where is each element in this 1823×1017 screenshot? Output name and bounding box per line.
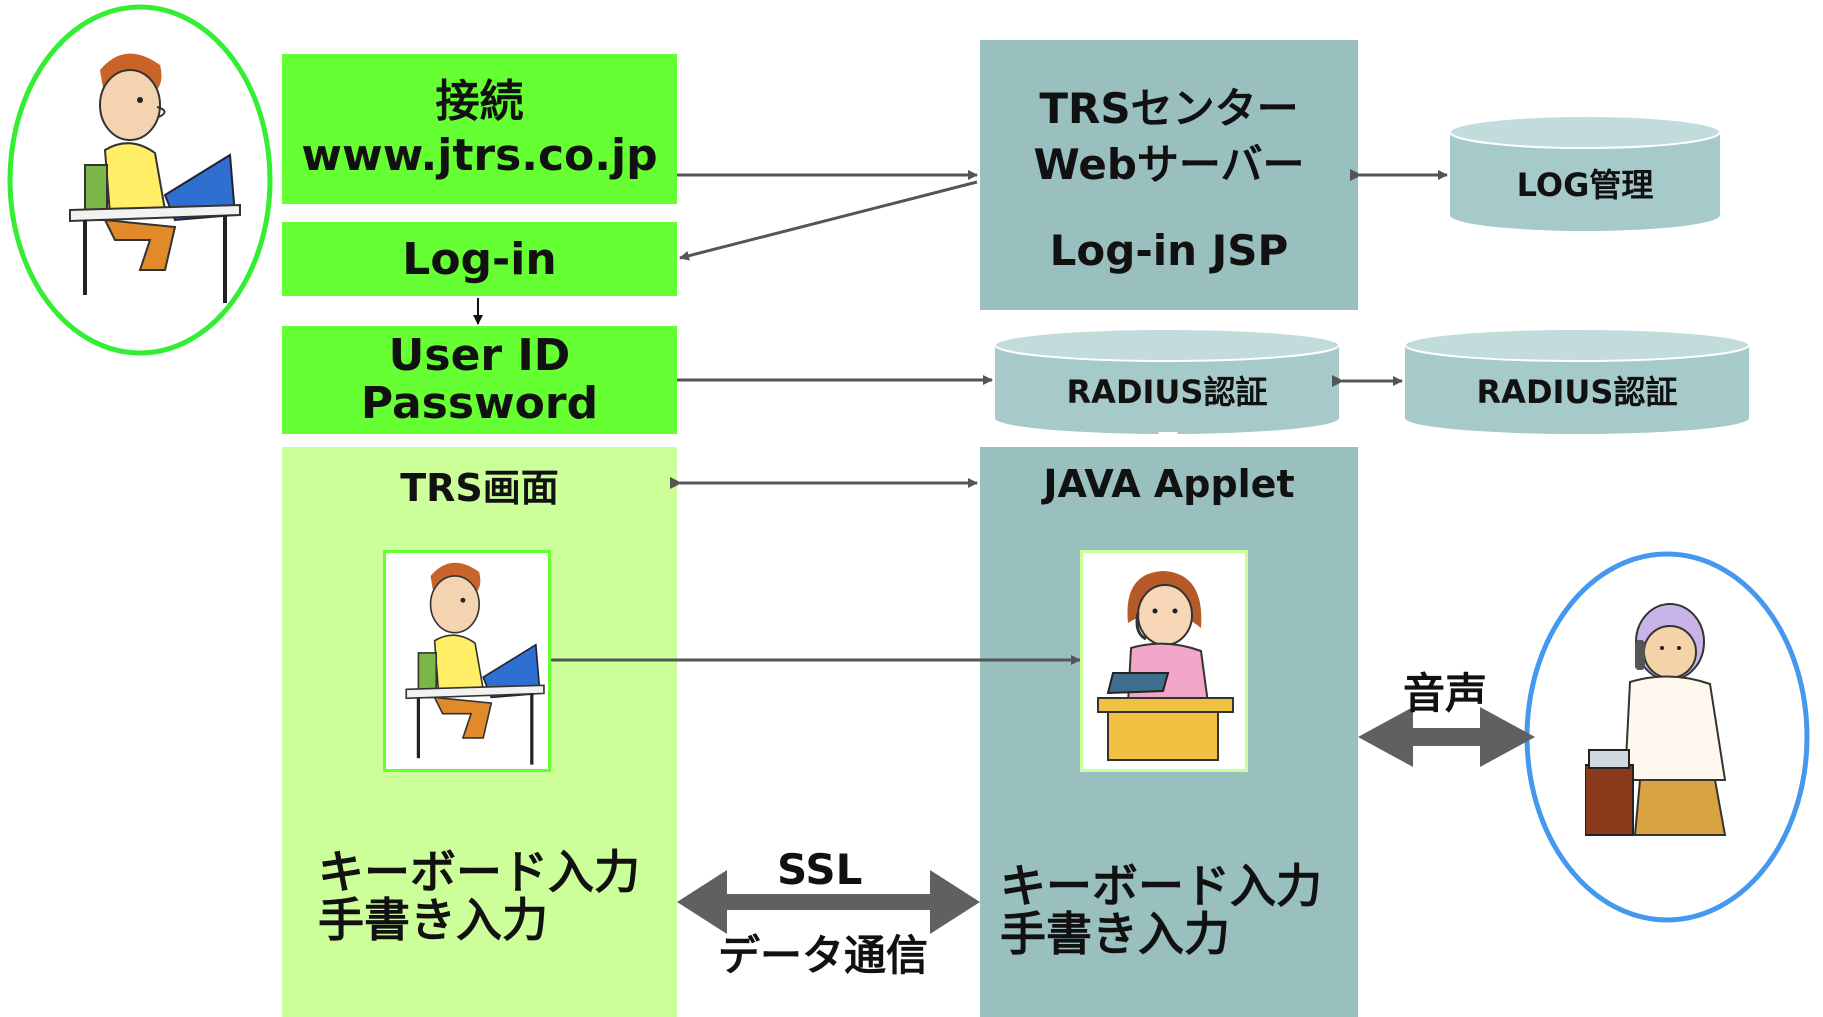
trs-screen-title: TRS画面 bbox=[400, 465, 559, 510]
credentials-fields[interactable]: User ID Password bbox=[282, 326, 677, 434]
web-server-text: TRSセンター Webサーバー Log-in JSP bbox=[980, 70, 1358, 290]
radius-db1-label: RADIUS認証 bbox=[1066, 373, 1268, 411]
operator-picture bbox=[1080, 550, 1248, 772]
log-db-cylinder bbox=[1449, 115, 1721, 231]
radius-to-applet-notch bbox=[1158, 432, 1178, 446]
operator-input-methods: キーボード入力 手書き入力 bbox=[1000, 862, 1322, 958]
radius-db2-label: RADIUS認証 bbox=[1476, 373, 1678, 411]
connect-box-text[interactable]: 接続 www.jtrs.co.jp bbox=[282, 54, 677, 204]
login-box bbox=[282, 222, 677, 296]
radius-db2-cylinder bbox=[1404, 328, 1750, 434]
web-server-box bbox=[980, 40, 1358, 310]
voice-arrow bbox=[1358, 707, 1535, 767]
server-name-line2: Webサーバー bbox=[1033, 140, 1305, 189]
userid-label: User ID bbox=[388, 330, 571, 381]
connect-box bbox=[282, 54, 677, 204]
connect-label: 接続 bbox=[435, 76, 524, 127]
trs-user-picture bbox=[383, 550, 551, 772]
operator-keyboard-input: キーボード入力 bbox=[1000, 859, 1322, 913]
voice-label: 音声 bbox=[1403, 669, 1488, 718]
user-at-computer-figure bbox=[69, 53, 241, 303]
server-login-jsp: Log-in JSP bbox=[1049, 226, 1289, 275]
operator-handwriting-input: 手書き入力 bbox=[1000, 907, 1230, 961]
radius-db1-cylinder bbox=[994, 328, 1340, 434]
java-applet-title: JAVA Applet bbox=[1043, 462, 1295, 506]
elderly-phone-figure bbox=[1585, 603, 1727, 836]
server-name-line1: TRSセンター bbox=[1039, 84, 1299, 133]
user-handwriting-input: 手書き入力 bbox=[318, 893, 548, 947]
password-label: Password bbox=[360, 378, 599, 429]
user-keyboard-input: キーボード入力 bbox=[318, 845, 640, 899]
arrow-server-to-login bbox=[679, 180, 978, 261]
login-label: Log-in bbox=[402, 233, 557, 285]
data-communication-label: データ通信 bbox=[718, 931, 929, 980]
ssl-label: SSL bbox=[777, 845, 863, 894]
user-input-methods: キーボード入力 手書き入力 bbox=[318, 848, 640, 944]
credentials-box bbox=[282, 326, 677, 434]
site-url-link[interactable]: www.jtrs.co.jp bbox=[301, 130, 658, 181]
user-circle bbox=[7, 4, 273, 356]
login-button[interactable]: Log-in bbox=[282, 222, 677, 296]
log-db-label: LOG管理 bbox=[1516, 166, 1654, 204]
ssl-data-arrow bbox=[677, 870, 980, 934]
